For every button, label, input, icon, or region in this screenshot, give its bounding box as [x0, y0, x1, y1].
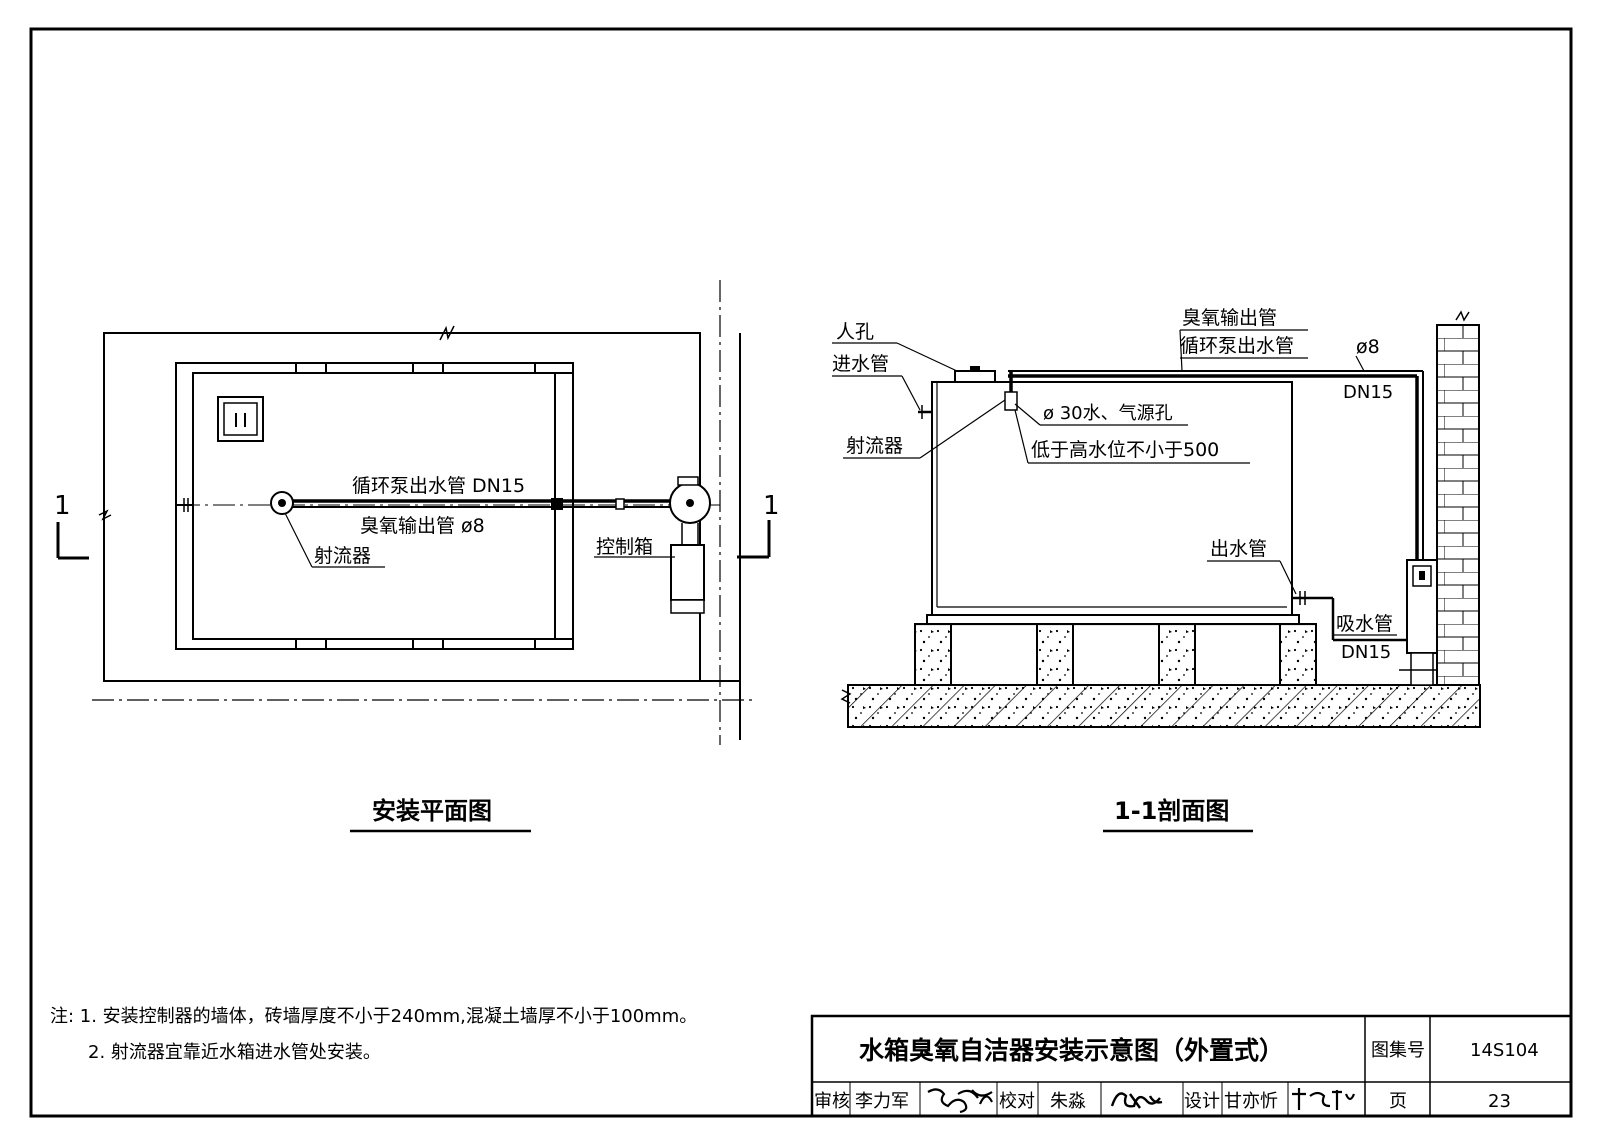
- manhole-handle: [970, 366, 980, 371]
- tank-body: [931, 381, 1293, 616]
- manhole-icon: [217, 396, 264, 442]
- pipe-fitting-icon: [615, 498, 625, 510]
- atlas-number-label: 图集号: [1371, 1040, 1425, 1061]
- plan-pump-icon: [686, 499, 694, 507]
- concrete-pier: [1036, 623, 1074, 686]
- plan-pump-base: [677, 476, 699, 486]
- section-view: 人孔 进水管 射流器 臭氧输出管 循环泵出水管 ø8 DN15 ø 30水、气源…: [832, 307, 1481, 833]
- plan-ozone-pipe-label: 臭氧输出管 ø8: [360, 515, 485, 537]
- reviewer-signature: [927, 1088, 993, 1114]
- manhole-label: 人孔: [836, 321, 874, 343]
- inlet-label: 进水管: [832, 353, 889, 375]
- ground-slab-texture: [848, 685, 1480, 727]
- plan-tank-support: [412, 362, 444, 374]
- manhole-cover: [954, 370, 996, 383]
- control-box-stand: [1410, 652, 1434, 686]
- section-ejector-label: 射流器: [846, 435, 903, 457]
- hole-leader: [1014, 403, 1041, 426]
- break-mark: [98, 509, 112, 521]
- plan-tank-support: [412, 638, 444, 650]
- section-ozone-pipe-label: 臭氧输出管: [1182, 307, 1277, 329]
- tank-base-plate: [926, 614, 1300, 625]
- plan-tank-support: [295, 638, 327, 650]
- break-mark: [840, 689, 852, 704]
- inlet-leader: [901, 375, 921, 411]
- plan-control-box-bracket: [670, 599, 705, 614]
- depth-leader: [1014, 409, 1029, 464]
- concrete-pier: [1279, 623, 1317, 686]
- plan-tank-support: [295, 362, 327, 374]
- dn15-top-label: DN15: [1343, 382, 1393, 403]
- dn15-bottom-label: DN15: [1341, 642, 1391, 663]
- concrete-pier: [914, 623, 952, 686]
- plan-ejector-label: 射流器: [314, 545, 371, 567]
- drawing-title: 水箱臭氧自洁器安装示意图（外置式）: [859, 1036, 1284, 1065]
- ejector-leader: [919, 399, 1006, 459]
- phi8-label: ø8: [1356, 336, 1380, 358]
- plan-control-box-label: 控制箱: [596, 536, 653, 558]
- manhole-icon: [223, 402, 258, 436]
- checker-name: 朱淼: [1050, 1091, 1086, 1112]
- page-label: 页: [1389, 1091, 1407, 1112]
- ejector-leader: [284, 512, 313, 568]
- section-mark-left: 1: [54, 491, 71, 521]
- plan-ejector-icon: [278, 499, 286, 507]
- section-ejector-icon: [1004, 391, 1018, 411]
- depth-label: 低于高水位不小于500: [1031, 439, 1219, 461]
- section-caption: 1-1剖面图: [1114, 797, 1229, 825]
- checker-signature: [1110, 1092, 1163, 1109]
- plan-tank-corner: [534, 638, 574, 650]
- plan-tank-corner: [534, 362, 574, 374]
- break-mark: [439, 325, 455, 341]
- plan-view: 1 1 循环泵出水管 DN15 臭氧输出管 ø8 射流器 控制箱 安装平面图: [54, 280, 780, 833]
- page-number: 23: [1488, 1091, 1511, 1112]
- sheet-border: [29, 27, 1573, 1118]
- outlet-label: 出水管: [1210, 538, 1267, 560]
- section-pump-pipe-label: 循环泵出水管: [1180, 335, 1294, 357]
- plan-caption: 安装平面图: [372, 797, 492, 825]
- title-block: 水箱臭氧自洁器安装示意图（外置式） 图集号 14S104 审核 李力军 校对 朱…: [810, 1014, 1573, 1118]
- design-label: 设计: [1184, 1091, 1220, 1112]
- wall-section: [1436, 324, 1480, 686]
- concrete-pier: [1158, 623, 1196, 686]
- atlas-number: 14S104: [1470, 1040, 1539, 1061]
- suction-label: 吸水管: [1336, 613, 1393, 635]
- plan-control-box-icon: [670, 544, 705, 601]
- section-mark-right: 1: [763, 491, 780, 521]
- note-line-1: 注: 1. 安装控制器的墙体，砖墙厚度不小于240mm,混凝土墙厚不小于100m…: [50, 1006, 697, 1027]
- pipe-fitting-icon: [551, 498, 563, 510]
- review-label: 审核: [814, 1091, 850, 1112]
- outlet-leader: [1279, 560, 1297, 595]
- notes: 注: 1. 安装控制器的墙体，砖墙厚度不小于240mm,混凝土墙厚不小于100m…: [50, 1006, 697, 1063]
- plan-pump-pipe-label: 循环泵出水管 DN15: [352, 475, 525, 497]
- break-mark: [1455, 310, 1470, 322]
- pipe-label-leader: [1179, 329, 1183, 372]
- phi8-leader: [1355, 355, 1365, 372]
- hole-label: ø 30水、气源孔: [1043, 403, 1173, 424]
- title-block-frame: [810, 1014, 1573, 1118]
- control-box-display-icon: [1419, 571, 1425, 580]
- designer-signature: [1292, 1088, 1356, 1110]
- manhole-leader: [896, 342, 958, 372]
- reviewer-name: 李力军: [855, 1091, 909, 1112]
- designer-name: 甘亦忻: [1224, 1091, 1278, 1112]
- check-label: 校对: [999, 1091, 1035, 1112]
- note-line-2: 2. 射流器宜靠近水箱进水管处安装。: [88, 1042, 381, 1063]
